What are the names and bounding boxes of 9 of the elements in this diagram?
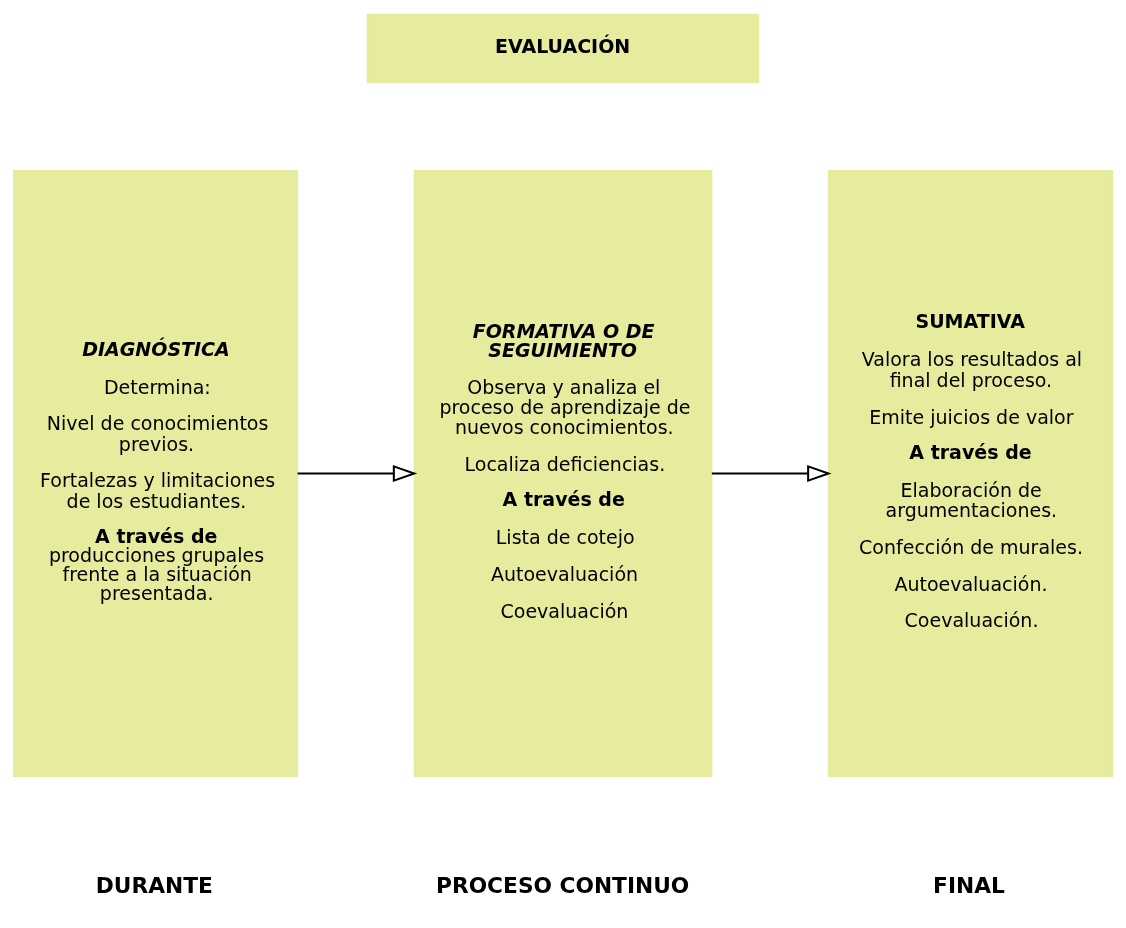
- node-box: EVALUACIÓN: [366, 13, 760, 84]
- node-box: SUMATIVA Valora los resultados al final del proceso. Emite juicios de valor A través de Elaboración de argumentaciones. Confección de murales. Autoevaluación. Coevaluación.: [827, 169, 1114, 778]
- label: DURANTE: [95, 872, 213, 898]
- node-box: FORMATIVA O DE SEGUIMIENTO Observa y analiza el proceso de aprendizaje de nuevos conocimientos. Localiza deficiencias. A través de Lista de cotejo Autoevaluación Coevaluación: [413, 169, 713, 778]
- arrow: [297, 464, 418, 483]
- node-box: DIAGNÓSTICA Determina: Nivel de conocimientos previos. Fortalezas y limitaciones de los estudiantes. A través de producciones grupales frente a la situación presentada.: [12, 169, 299, 778]
- label: FINAL: [933, 872, 1005, 898]
- arrow: [711, 464, 832, 483]
- label: PROCESO CONTINUO: [436, 872, 690, 898]
